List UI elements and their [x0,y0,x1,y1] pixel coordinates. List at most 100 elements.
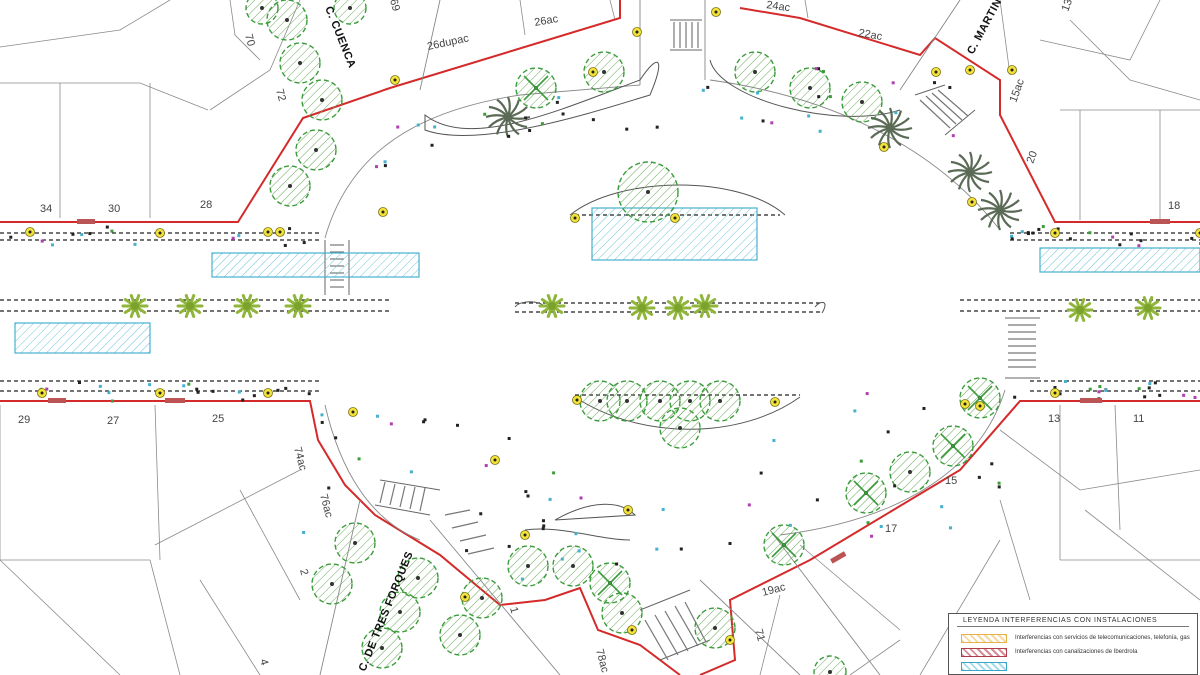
signal-marker-icon [460,592,470,602]
plot-number: 17 [885,523,897,535]
plot-number: 28 [200,199,212,211]
shrub-icon [233,294,261,318]
tree-icon [301,79,343,121]
tree-icon [439,614,481,656]
legend-divider [957,626,1189,627]
street-furniture [9,7,1200,645]
plot-number: 26dupac [426,32,470,53]
signal-marker-icon [390,75,400,85]
plot-number: 22ac [857,27,883,43]
tree-icon [269,165,311,207]
plot-number: 70 [242,33,257,48]
shrubs [121,294,1162,322]
interference-zone-east [1039,247,1200,273]
signal-marker-icon [965,65,975,75]
plot-number: 11 [1133,413,1144,425]
signal-marker-icon [25,227,35,237]
tree-icon [813,655,847,675]
shrub-icon [664,296,692,320]
tree-icon [583,51,625,93]
central-medians [424,59,901,541]
signal-marker-icon [975,401,985,411]
shrub-icon [1134,296,1162,320]
legend-item: Interferencias con servicios de telecomu… [949,631,1197,645]
signal-marker-icon [155,228,165,238]
plot-number: 25 [212,413,224,425]
signal-marker-icon [37,388,47,398]
plot-number: 4 [257,658,270,667]
signal-marker-icon [879,142,889,152]
crosswalk-stripes [330,22,1036,661]
legend-panel: Leyenda interferencias con instalaciones… [948,613,1198,675]
shrub-icon [121,294,149,318]
plot-number: 15 [945,475,957,487]
signal-marker-icon [570,213,580,223]
signal-marker-icon [627,625,637,635]
tree-icon [694,607,736,649]
legend-item [949,659,1197,673]
interference-zone-west-upper [211,252,420,278]
shrub-icon [1066,298,1094,322]
tree-icon [659,407,701,449]
tree-icon [552,545,594,587]
signal-marker-icon [490,455,500,465]
tree-icon [311,563,353,605]
tree-icon [397,557,439,599]
tree-icon [333,0,367,25]
shrub-icon [691,294,719,318]
signal-marker-icon [670,213,680,223]
signal-marker-icon [520,530,530,540]
legend-swatch-telecom [961,633,1007,643]
tree-icon [841,81,883,123]
tree-icon [379,591,421,633]
legend-label: Interferencias con servicios de telecomu… [1015,635,1190,641]
signal-marker-icon [1050,388,1060,398]
crosswalk-north [670,19,702,51]
legend-title: Leyenda interferencias con instalaciones [963,617,1158,624]
palm-tree-icon [867,107,913,149]
shrub-icon [284,294,312,318]
signal-marker-icon [1050,228,1060,238]
tree-icon [295,129,337,171]
tree-icon [334,522,376,564]
signal-marker-icon [155,388,165,398]
legend-swatch-water [961,661,1007,671]
plot-number: 34 [40,203,52,215]
tree-icon [617,161,679,223]
tree-icon [507,545,549,587]
signal-marker-icon [623,505,633,515]
signal-marker-icon [1007,65,1017,75]
street-name-martinez: C. MARTINEZ [965,0,1011,56]
signal-marker-icon [725,635,735,645]
signal-marker-icon [711,7,721,17]
signal-marker-icon [632,27,642,37]
palm-trees [485,96,1023,231]
boundary-markers [48,219,1170,564]
signal-marker-icon [572,395,582,405]
utility-interference-zones [14,207,1200,354]
shrub-icon [176,294,204,318]
signal-marker-icon [967,197,977,207]
crosswalk-southwest [374,479,441,516]
palm-tree-icon [947,151,993,193]
signal-marker-icon [770,397,780,407]
legend-swatch-iberdrola [961,647,1007,657]
palm-tree-icon [485,96,531,138]
plot-number: 72 [273,88,288,103]
plot-number: 20 [1025,149,1040,165]
plot-number: 71 [752,628,767,643]
tree-icon [461,577,503,619]
legend-label: Interferencias con canalizaciones de Ibe… [1015,649,1138,655]
legend-item: Interferencias con canalizaciones de Ibe… [949,645,1197,659]
plot-number: 13 [1060,0,1075,13]
signal-marker-icon [1195,228,1200,238]
plot-number: 13 [1048,413,1060,425]
tree-icon [601,592,643,634]
tree-icon [245,0,279,25]
plot-number: 26ac [533,13,559,29]
plot-number: 78ac [593,648,611,675]
interference-zone-west-lower [14,322,151,354]
palm-tree-icon [977,189,1023,231]
